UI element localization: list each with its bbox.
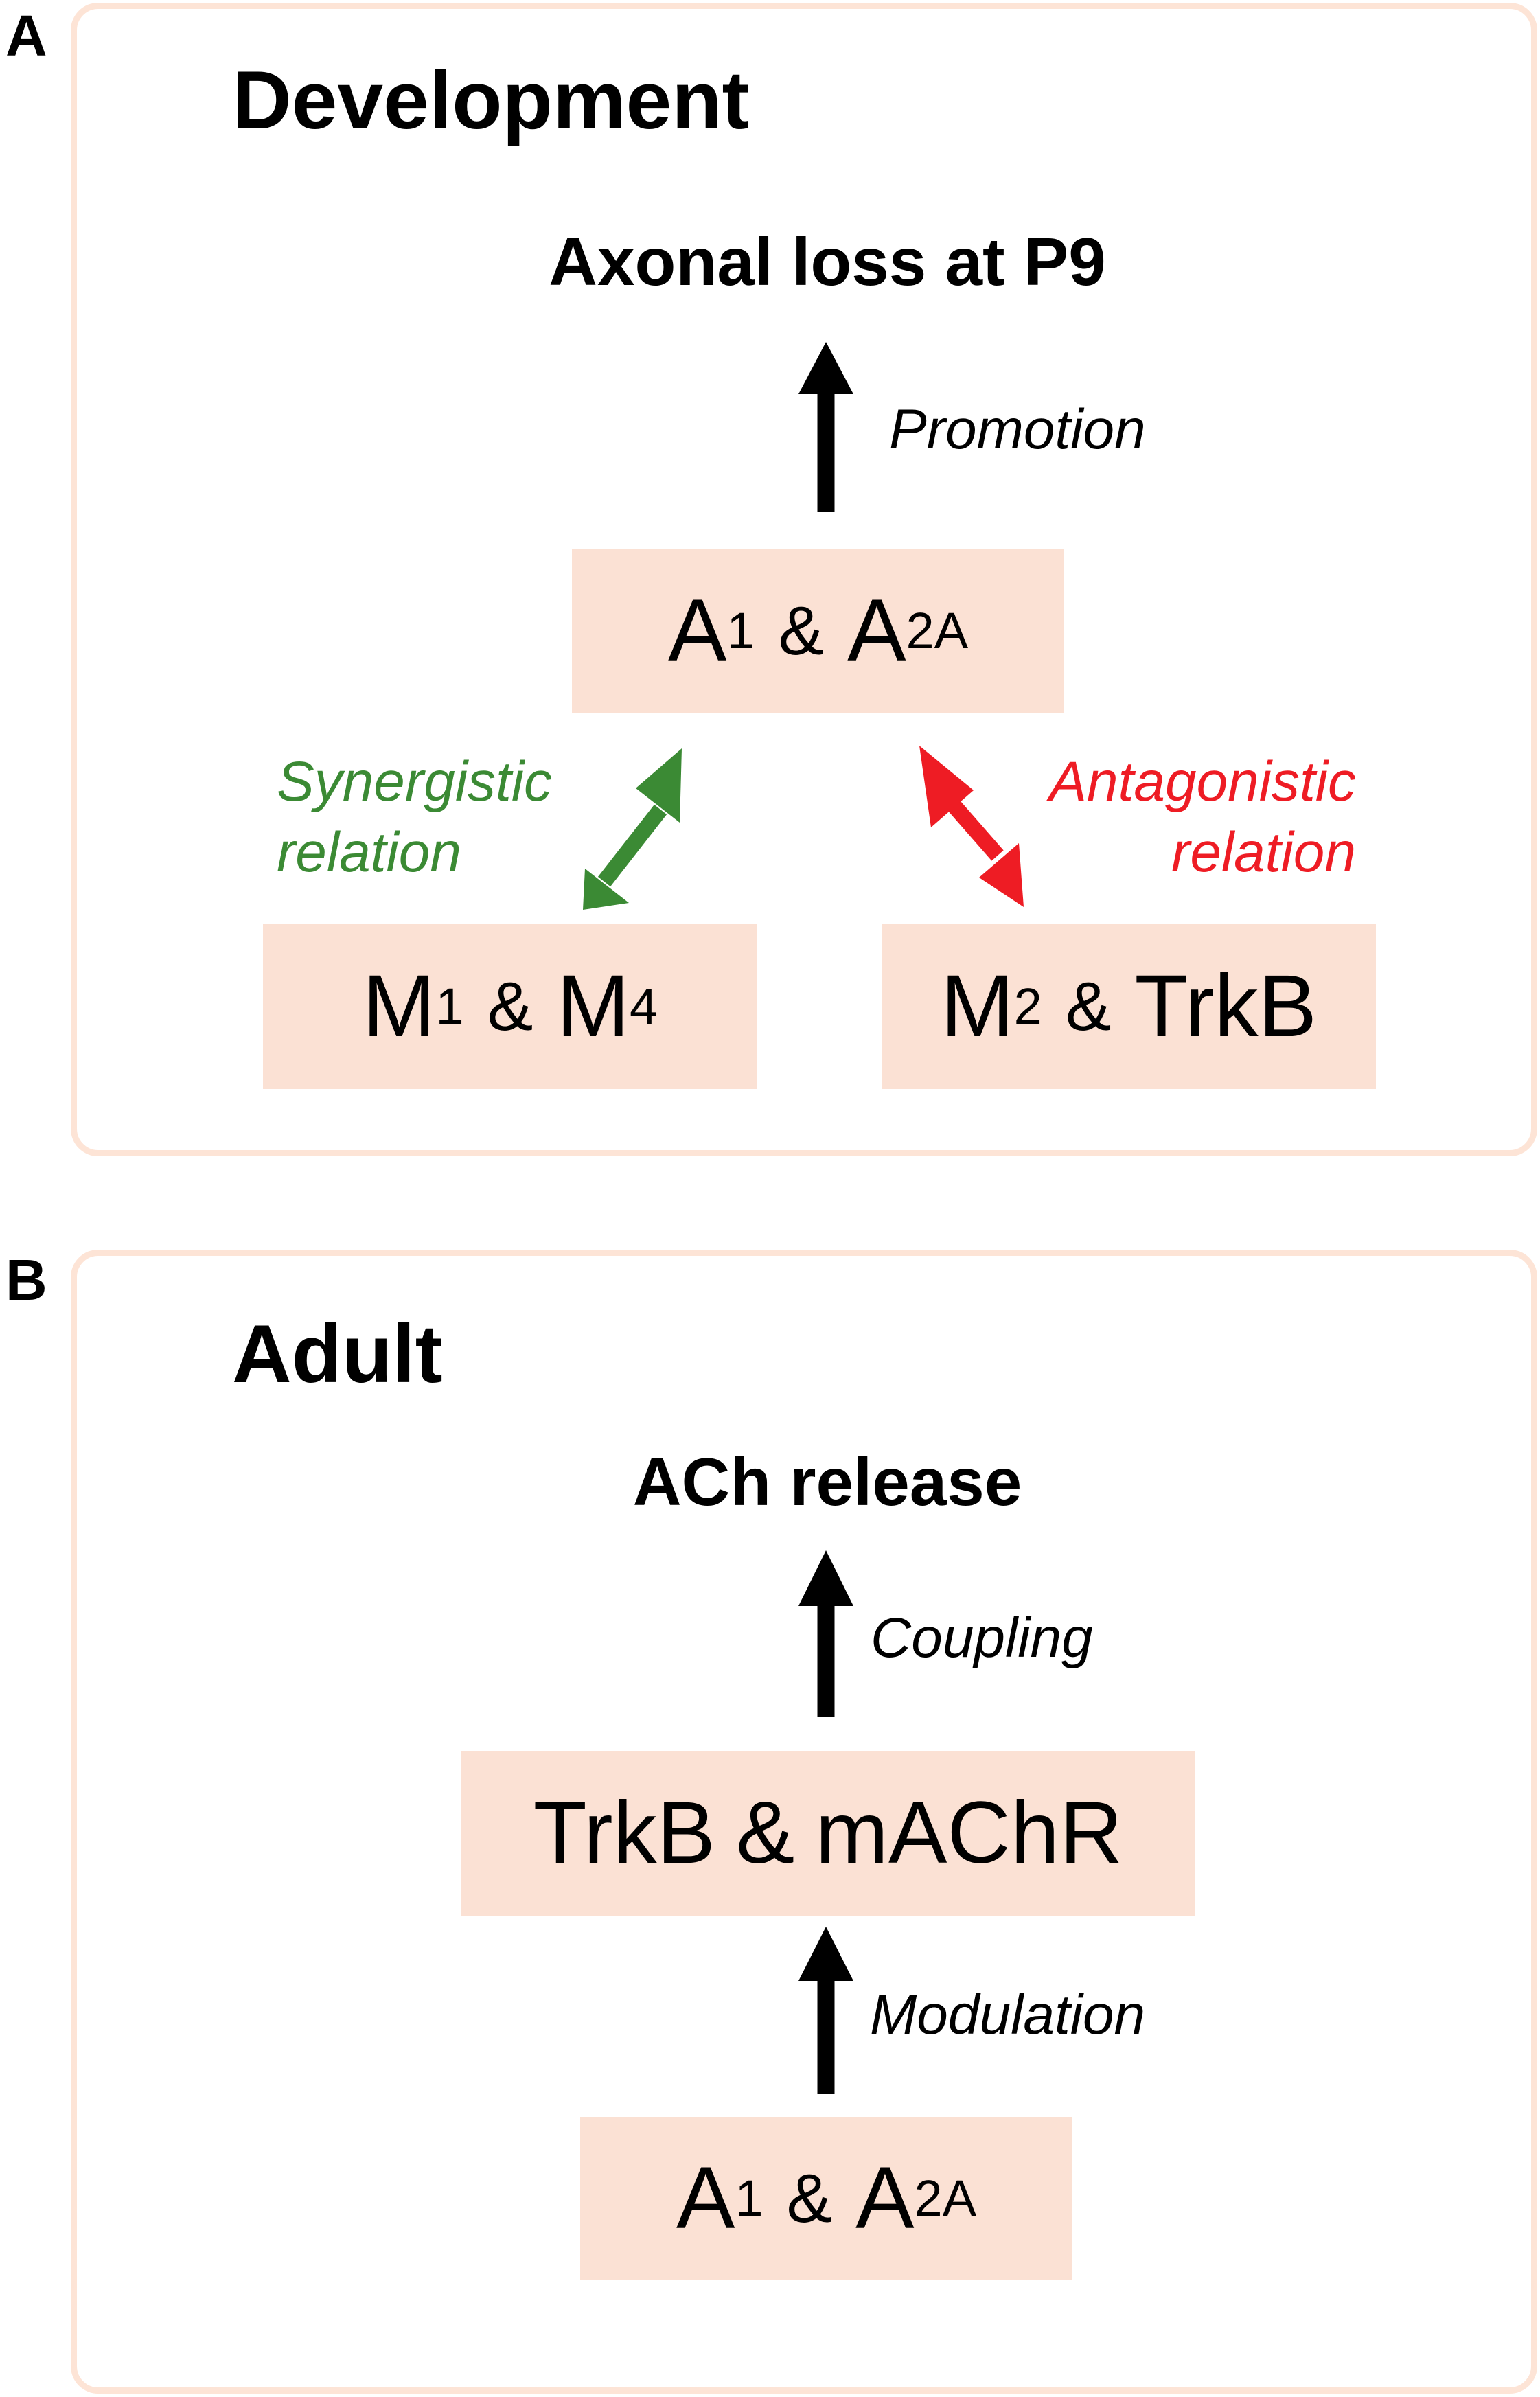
panel-a-letter: A: [5, 3, 47, 68]
synergy-double-arrow: [583, 748, 682, 910]
node-a1-a2a-adult-b: A: [855, 2149, 915, 2247]
node-a1-a2a-adult-amp: &: [786, 2160, 833, 2237]
node-m2-trkb-amp: &: [1065, 968, 1112, 1045]
node-m1-m4-amp: &: [487, 968, 533, 1045]
node-m2-trkb-b: TrkB: [1134, 957, 1317, 1055]
node-trkb-machr-b: mAChR: [815, 1784, 1123, 1882]
node-trkb-machr: TrkB & mAChR: [461, 1751, 1195, 1916]
node-trkb-machr-a: TrkB: [533, 1784, 715, 1882]
promotion-label: Promotion: [889, 398, 1146, 461]
antagonism-label-line1: Antagonistic: [1049, 750, 1356, 813]
synergy-label: Synergistic relation: [277, 747, 552, 888]
modulation-arrow: [798, 1927, 853, 2094]
node-m1-m4-b: M: [556, 957, 630, 1055]
antagonism-double-arrow: [919, 746, 1024, 907]
synergy-label-line2: relation: [277, 821, 461, 884]
node-a1-a2a-adult-a: A: [676, 2149, 735, 2247]
synergy-label-line1: Synergistic: [277, 750, 553, 813]
node-a1-a2a-development-a: A: [667, 582, 727, 680]
panel-b-frame: [71, 1250, 1537, 2394]
node-a1-a2a-development-b: A: [847, 582, 906, 680]
coupling-label: Coupling: [871, 1607, 1093, 1669]
panel-b-outcome: ACh release: [632, 1444, 1022, 1519]
panel-a-frame: [71, 3, 1537, 1156]
antagonism-label-line2: relation: [1171, 821, 1356, 884]
coupling-arrow: [798, 1550, 853, 1717]
node-m2-trkb-a: M: [941, 957, 1014, 1055]
panel-a-outcome: Axonal loss at P9: [549, 224, 1106, 299]
panel-a-title: Development: [232, 54, 750, 146]
node-m1-m4-a: M: [362, 957, 436, 1055]
node-trkb-machr-amp: &: [736, 1784, 795, 1882]
modulation-label: Modulation: [870, 1984, 1146, 2046]
node-a1-a2a-development-amp: &: [778, 593, 825, 669]
promotion-arrow: [798, 342, 853, 512]
panel-b-letter: B: [5, 1248, 47, 1312]
panel-b-title: Adult: [232, 1308, 443, 1400]
antagonism-label: Antagonistic relation: [1026, 747, 1356, 888]
